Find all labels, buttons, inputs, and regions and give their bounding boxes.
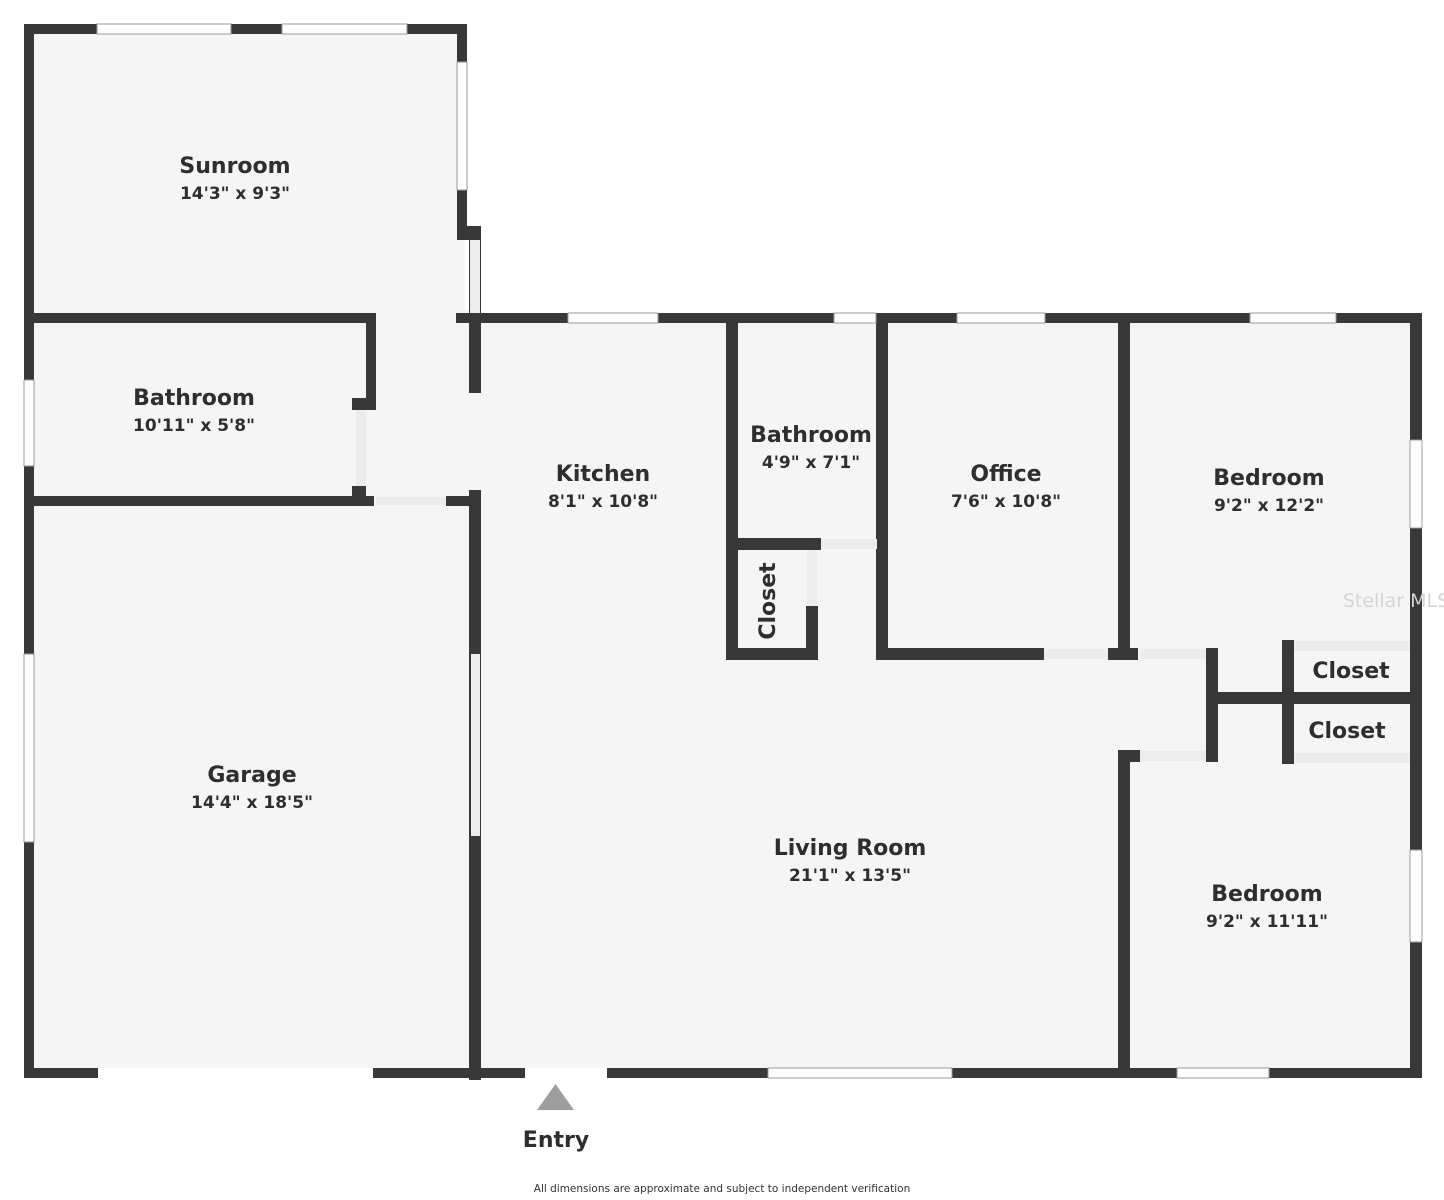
bathroom-west-name: Bathroom — [133, 386, 255, 411]
window — [767, 1067, 953, 1079]
door — [1044, 649, 1108, 659]
entry-door-opening — [525, 1068, 607, 1078]
door — [471, 654, 480, 836]
room-labels: Sunroom 14'3" x 9'3" Bathroom 10'11" x 5… — [133, 154, 1390, 932]
living-room-name: Living Room — [774, 836, 927, 861]
kitchen-dims: 8'1" x 10'8" — [548, 492, 658, 512]
garage-door-opening — [98, 1068, 373, 1078]
sunroom-dims: 14'3" x 9'3" — [180, 184, 290, 204]
door — [1140, 649, 1206, 659]
door — [807, 550, 817, 606]
entry-arrow-icon — [537, 1084, 574, 1110]
door — [821, 539, 877, 549]
floor-fills — [30, 30, 1415, 1072]
bedroom-south-dims: 9'2" x 11'11" — [1206, 912, 1328, 932]
watermark: Stellar MLS — [1343, 590, 1444, 612]
window — [281, 23, 408, 35]
living-room-dims: 21'1" x 13'5" — [789, 866, 911, 886]
window — [456, 61, 468, 191]
bedroom-north-dims: 9'2" x 12'2" — [1214, 496, 1324, 516]
closet-south-name: Closet — [1308, 719, 1386, 744]
disclaimer: All dimensions are approximate and subje… — [534, 1183, 910, 1195]
window — [567, 312, 659, 324]
door — [1140, 751, 1206, 761]
office-name: Office — [970, 462, 1041, 487]
closet-north-name: Closet — [1312, 659, 1390, 684]
kitchen-name: Kitchen — [556, 462, 650, 487]
door — [356, 410, 366, 486]
hall-floor — [365, 310, 475, 510]
window — [1249, 312, 1337, 324]
bathroom-hall-name: Bathroom — [750, 423, 872, 448]
bedroom-south-name: Bedroom — [1211, 882, 1322, 907]
door — [376, 497, 446, 505]
sunroom-floor — [30, 30, 465, 320]
bedroom-north-name: Bedroom — [1213, 466, 1324, 491]
bathroom-west-dims: 10'11" x 5'8" — [133, 416, 255, 436]
bathroom-west-floor — [30, 320, 370, 502]
window — [956, 312, 1046, 324]
entry-label: Entry — [523, 1128, 589, 1153]
window — [1176, 1067, 1270, 1079]
window — [96, 23, 232, 35]
garage-floor — [30, 502, 475, 1072]
bathroom-hall-dims: 4'9" x 7'1" — [762, 453, 860, 473]
door — [1294, 753, 1410, 763]
window — [1409, 849, 1423, 943]
sunroom-name: Sunroom — [179, 154, 290, 179]
doors — [98, 240, 1410, 1078]
door — [1294, 641, 1410, 651]
garage-dims: 14'4" x 18'5" — [191, 793, 313, 813]
window — [23, 653, 35, 843]
window — [833, 312, 877, 324]
office-dims: 7'6" x 10'8" — [951, 492, 1061, 512]
door — [470, 240, 480, 313]
windows — [23, 23, 1423, 1079]
window — [1409, 439, 1423, 529]
window — [23, 379, 35, 467]
garage-name: Garage — [207, 763, 296, 788]
closet-hall-name: Closet — [756, 562, 781, 640]
